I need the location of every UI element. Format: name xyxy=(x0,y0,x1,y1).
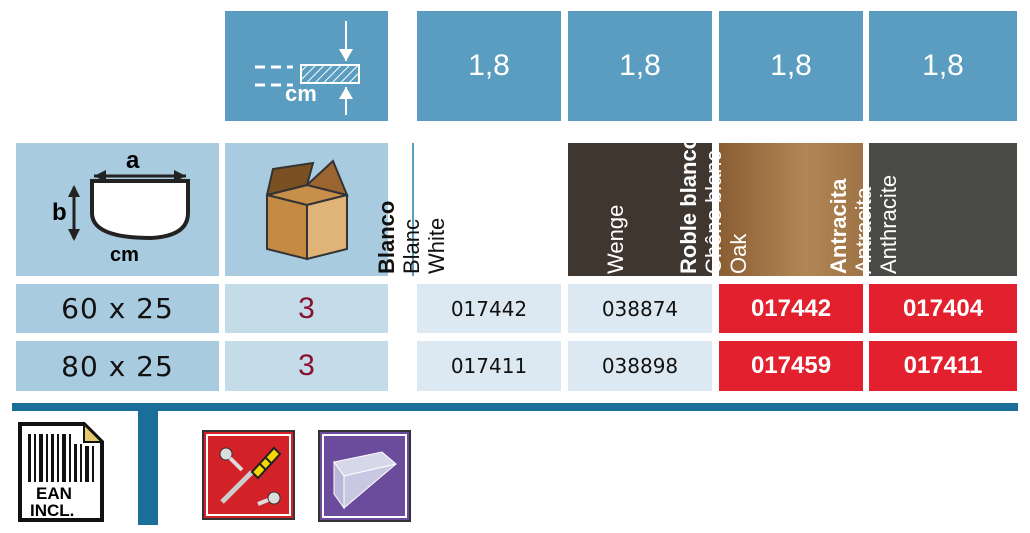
screwdriver-icon xyxy=(202,430,295,520)
product-code: 038898 xyxy=(568,341,712,391)
dimension-unit: cm xyxy=(110,244,139,266)
thickness-value: 1,8 xyxy=(417,11,561,121)
box-icon xyxy=(265,159,349,261)
thickness-value: 1,8 xyxy=(719,11,863,121)
finish-oak: Roble blanco Chêne blanc Oak xyxy=(676,136,863,276)
pack-quantity: 3 xyxy=(225,284,388,333)
product-code: 017459 xyxy=(719,341,863,391)
package-icon-cell xyxy=(225,143,388,276)
product-code: 017404 xyxy=(869,284,1017,333)
thickness-icon-cell: cm xyxy=(225,11,388,121)
shelf-dimension-icon xyxy=(68,170,190,241)
product-code: 017411 xyxy=(869,341,1017,391)
board-thickness-icon xyxy=(255,21,360,115)
glass-shelf-icon xyxy=(318,430,411,522)
finish-wenge: Wenge xyxy=(568,143,712,276)
thickness-value: 1,8 xyxy=(869,11,1017,121)
footer-rule xyxy=(12,403,1018,411)
pack-quantity: 3 xyxy=(225,341,388,391)
dimension-diagram-cell: a b cm xyxy=(16,143,219,276)
ean-label: INCL. xyxy=(30,501,75,520)
product-code: 017411 xyxy=(417,341,561,391)
footer-divider xyxy=(138,403,158,525)
divider-line xyxy=(412,143,414,276)
product-code: 017442 xyxy=(719,284,863,333)
thickness-unit: cm xyxy=(285,81,317,106)
product-code: 038874 xyxy=(568,284,712,333)
product-code: 017442 xyxy=(417,284,561,333)
size-label: 80 x 25 xyxy=(16,341,219,391)
dimension-b-label: b xyxy=(52,199,67,226)
finish-anthracite: Antracita Antracita Anthracite xyxy=(826,143,1017,276)
dimension-a-label: a xyxy=(126,147,140,174)
finish-white: Blanco Blanc White xyxy=(374,143,561,276)
thickness-value: 1,8 xyxy=(568,11,712,121)
ean-label: EAN xyxy=(36,484,72,503)
ean-barcode-icon: EAN INCL. xyxy=(12,420,107,525)
size-label: 60 x 25 xyxy=(16,284,219,333)
